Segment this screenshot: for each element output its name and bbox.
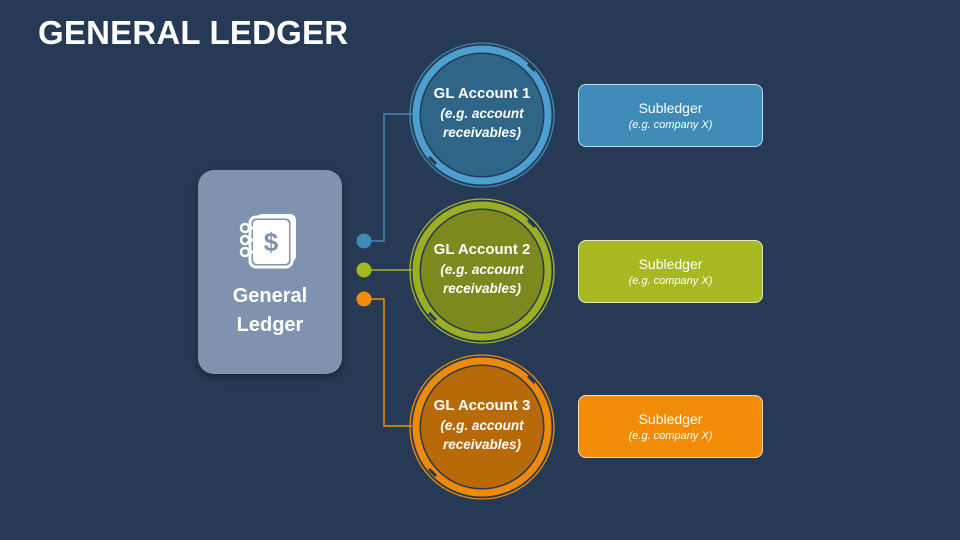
page-title: GENERAL LEDGER — [38, 14, 349, 51]
svg-text:$: $ — [264, 227, 279, 257]
gl-account-1-title: GL Account 1 — [433, 85, 531, 102]
gl-account-2-circle: GL Account 2 (e.g. account receivables) — [407, 196, 557, 346]
gl-account-3-circle: GL Account 3 (e.g. account receivables) — [407, 352, 557, 502]
general-ledger-box: $ General Ledger — [198, 170, 342, 374]
general-ledger-label: General Ledger — [232, 285, 308, 336]
subledger-2-box: Subledger (e.g. company X) — [578, 240, 763, 303]
subledger-3-title: Subledger — [638, 411, 703, 427]
gl-account-1-example: (e.g. account receivables) — [440, 106, 524, 140]
subledger-1-title: Subledger — [638, 100, 703, 116]
gl-account-3-title: GL Account 3 — [433, 397, 531, 414]
subledger-2-title: Subledger — [638, 256, 703, 272]
connector-dot-orange — [356, 291, 372, 307]
gl-account-3-example: (e.g. account receivables) — [440, 418, 524, 452]
subledger-1-example: (e.g. company X) — [628, 119, 713, 131]
connector-dot-blue — [356, 233, 372, 249]
connector-orange — [364, 298, 412, 427]
connector-dot-green — [356, 262, 372, 278]
gl-account-2-example: (e.g. account receivables) — [440, 262, 524, 296]
gl-account-1-circle: GL Account 1 (e.g. account receivables) — [407, 40, 557, 190]
subledger-1-box: Subledger (e.g. company X) — [578, 84, 763, 147]
ledger-book-dollar-icon: $ — [236, 210, 304, 272]
subledger-3-box: Subledger (e.g. company X) — [578, 395, 763, 458]
subledger-3-example: (e.g. company X) — [628, 430, 713, 442]
connector-blue — [364, 113, 412, 242]
gl-account-2-title: GL Account 2 — [433, 241, 531, 258]
subledger-2-example: (e.g. company X) — [628, 275, 713, 287]
